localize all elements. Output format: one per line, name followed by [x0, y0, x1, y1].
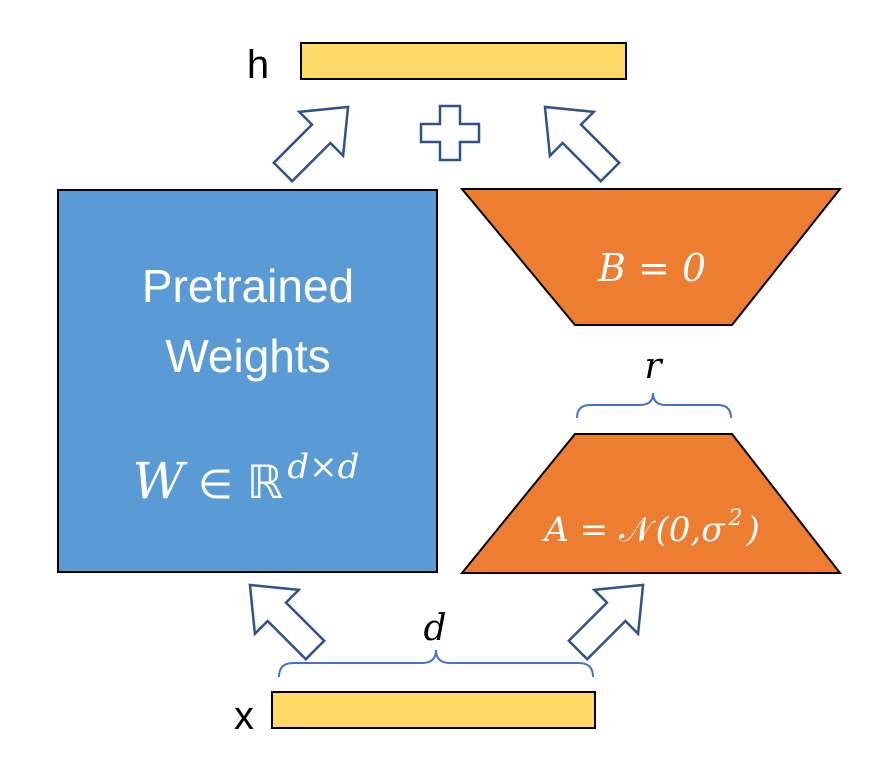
rank-label: r	[644, 346, 663, 387]
x-label: x	[234, 694, 254, 738]
rank-brace	[576, 392, 732, 419]
matrix-b-block	[459, 188, 843, 326]
w-variable: W	[133, 452, 188, 510]
arrow-up-left-icon	[521, 83, 634, 196]
matrix-b-label: B = 0	[597, 246, 706, 290]
distribution-args: (0,σ	[656, 510, 726, 550]
pretrained-weights-block	[57, 189, 438, 573]
weight-matrix-formula: W ∈ ℝ d×d	[133, 447, 360, 510]
dimension-exponent: d×d	[287, 447, 359, 487]
normal-distribution-symbol: 𝒩	[619, 510, 656, 550]
element-of-symbol: ∈	[198, 462, 233, 508]
output-h-bar	[300, 42, 627, 80]
variance-exponent: 2	[727, 506, 742, 531]
dimension-brace	[278, 649, 594, 678]
matrix-a-formula: A = 𝒩 (0,σ 2 )	[541, 506, 759, 550]
arrow-up-left-icon	[226, 561, 339, 674]
pretrained-label-line2: Weights	[165, 330, 330, 382]
input-x-bar	[271, 691, 596, 729]
arrow-up-right-icon	[554, 561, 667, 674]
matrix-a-block	[459, 433, 843, 574]
distribution-close: )	[745, 510, 759, 550]
plus-icon	[419, 104, 481, 162]
arrow-up-right-icon	[259, 83, 372, 196]
dimension-label: d	[423, 608, 446, 649]
pretrained-label-line1: Pretrained	[142, 260, 354, 312]
h-label: h	[247, 43, 269, 87]
matrix-a-lhs: A =	[541, 510, 619, 550]
real-set-symbol: ℝ	[247, 455, 283, 509]
